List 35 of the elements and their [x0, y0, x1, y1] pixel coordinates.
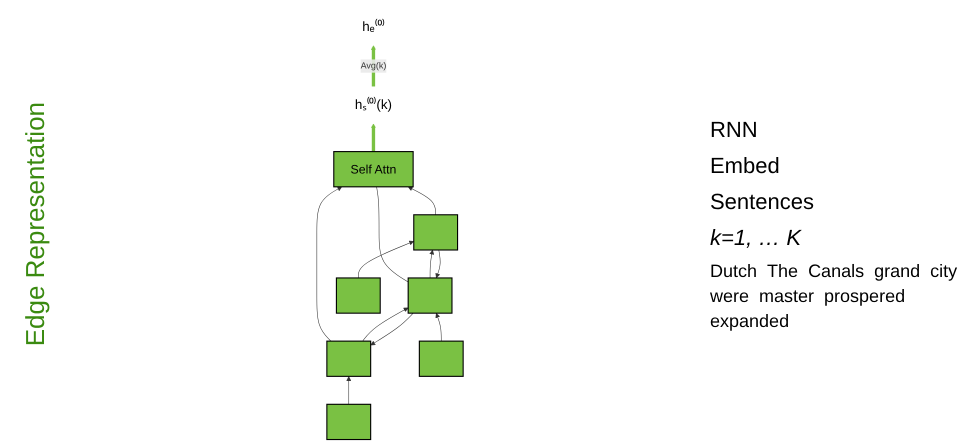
row-label: Embed — [710, 152, 781, 178]
node-box: Self Attn — [333, 151, 414, 188]
arrow — [358, 240, 414, 278]
word-token: The — [767, 260, 798, 282]
word-token: Dutch — [710, 260, 758, 282]
word-token: expanded — [710, 310, 790, 332]
arrow — [346, 376, 352, 405]
caption-text: Sentences — [710, 188, 815, 214]
row-label: RNN — [710, 116, 759, 142]
word-token: master — [759, 286, 814, 306]
node-text: hₑ⁽⁰⁾ — [362, 19, 385, 34]
node-text: hₛ⁽⁰⁾(k) — [354, 97, 392, 112]
word-token: prospered — [824, 286, 906, 306]
arrow — [371, 123, 376, 152]
caption-text: k=1, … K — [710, 224, 802, 250]
arrow — [362, 308, 408, 342]
node-box — [326, 404, 372, 440]
arrow — [429, 250, 434, 278]
word-token: city — [930, 260, 958, 282]
arrow — [435, 250, 440, 278]
node-box — [418, 340, 464, 377]
node-box — [326, 340, 372, 377]
word-token: grand — [874, 260, 920, 282]
node-box — [336, 277, 381, 314]
node-box — [408, 277, 453, 314]
arrow — [370, 312, 414, 346]
connector — [376, 186, 408, 282]
node-box — [413, 214, 458, 251]
word-token: Canals — [808, 260, 864, 282]
arrow — [408, 186, 436, 216]
arrow — [435, 312, 442, 342]
edge-label: Avg(k) — [360, 61, 386, 71]
word-token: were — [710, 286, 750, 306]
axis-label: Edge Representation — [20, 102, 50, 346]
arrow — [316, 186, 342, 342]
